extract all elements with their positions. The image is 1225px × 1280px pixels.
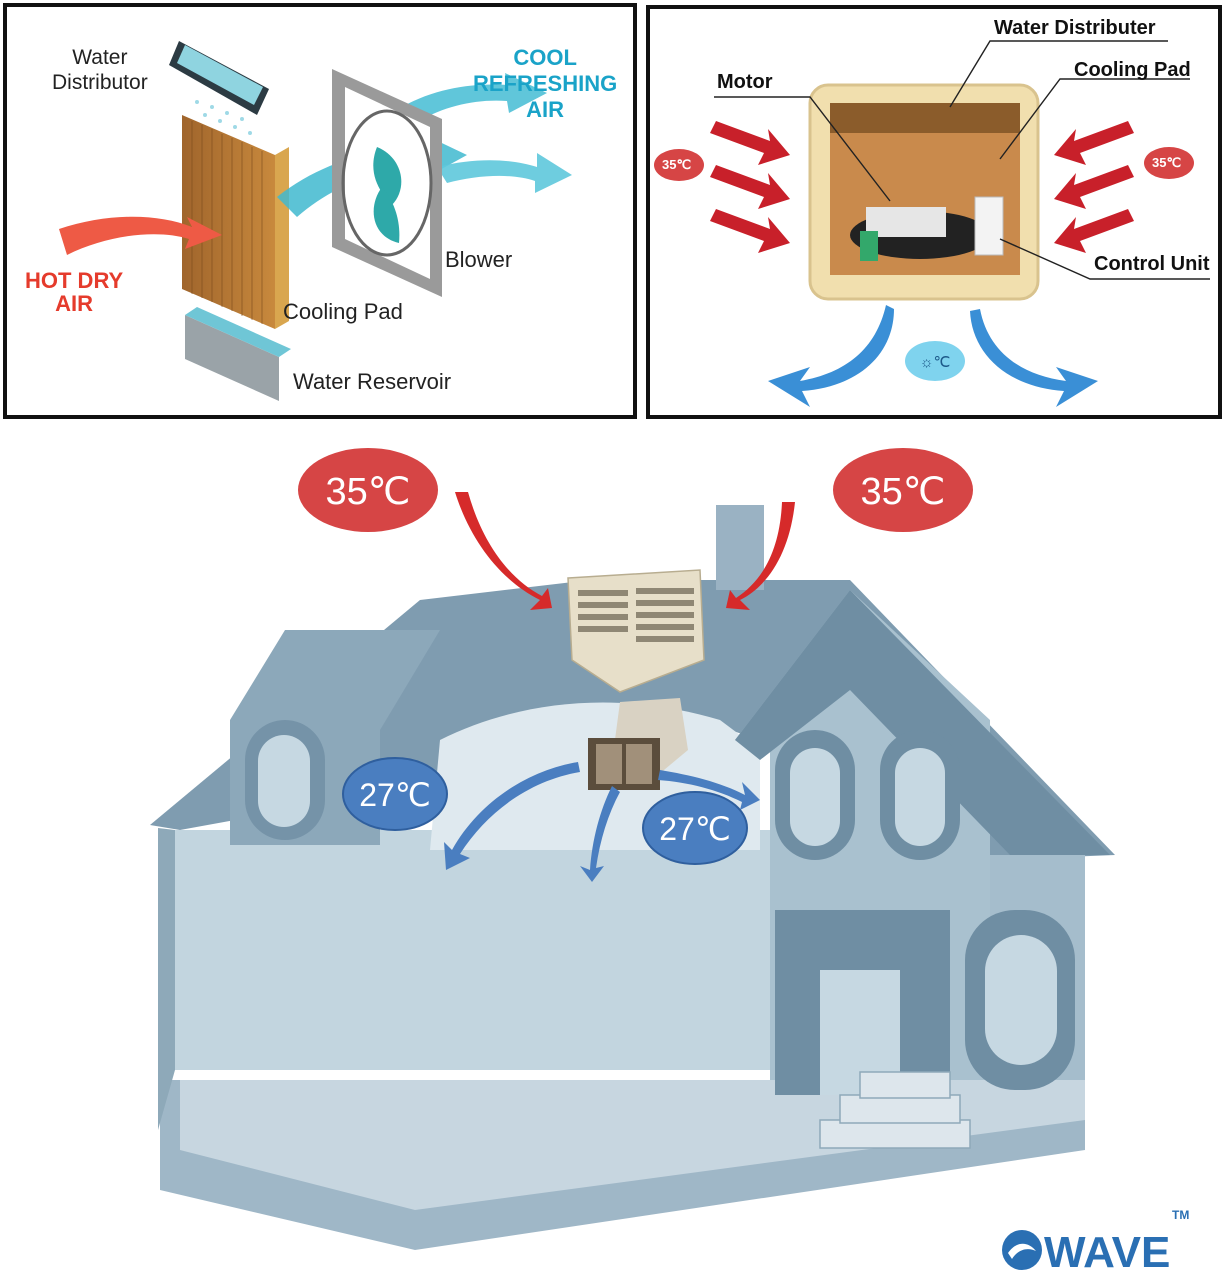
cooling-pad-label-right: Cooling Pad [1074, 59, 1191, 81]
cooling-pad-leader [999, 78, 1190, 160]
chimney [716, 505, 764, 590]
hot-air-arrow-right [726, 502, 795, 610]
motor-label: Motor [717, 71, 773, 93]
pump [860, 231, 878, 261]
temp-badge-outside-right [833, 448, 973, 532]
hot-air-arrow-left [455, 492, 552, 610]
blower-label: Blower [445, 247, 513, 272]
temp-inside-right-text: 27℃ [659, 811, 731, 847]
house-cooling-illustration: 35℃ 35℃ 27℃ 27℃ [150, 448, 1115, 1250]
water-reservoir-label: Water Reservoir [293, 369, 452, 394]
hot-air-arrows-right [1054, 121, 1134, 253]
cool-temp-badge [905, 341, 965, 381]
wave-logo-graphic: WAVE TM [1002, 1208, 1189, 1277]
temp-inside-left-text: 27℃ [359, 777, 431, 813]
water-distributer-label: Water Distributer [994, 17, 1156, 39]
hot-air-arrows-left [710, 121, 790, 253]
wave-logo-tm: TM [1172, 1208, 1189, 1222]
cool-air-arrow-right [658, 770, 760, 810]
interior-wall [175, 830, 780, 1070]
temp-outside-right-text: 35℃ [861, 471, 946, 513]
temp-badge-inside-right [642, 791, 748, 865]
hot-dry-air-label: HOT DRY AIR [25, 268, 124, 316]
temp-outside-left-text: 35℃ [326, 471, 411, 513]
cool-air-arrow-left [768, 305, 894, 407]
cool-temp-badge-text: ☼℃ [920, 354, 951, 371]
water-droplets [195, 100, 252, 135]
temp-right-text: 35℃ [1152, 155, 1182, 170]
water-reservoir-tank [185, 315, 279, 401]
motor-block [866, 207, 946, 237]
control-unit-label: Control Unit [1094, 253, 1210, 275]
motor-leader [714, 96, 891, 202]
water-distributer-leader [949, 40, 1168, 108]
cool-refreshing-air-label: COOL REFRESHING AIR [473, 45, 618, 122]
blower-fan-blade [373, 147, 402, 205]
temp-left-text: 35℃ [662, 157, 692, 172]
control-unit-leader [999, 238, 1210, 280]
cooling-components-illustration [59, 41, 572, 401]
temp-badge-right [1144, 147, 1194, 179]
control-unit-box [974, 196, 1004, 256]
cool-air-arrow-down [580, 786, 620, 882]
cool-air-arrow-right [970, 309, 1098, 407]
temp-badge-left [654, 149, 704, 181]
cool-air-arrow-left [444, 762, 580, 870]
water-distributor-label: Water Distributor [52, 46, 148, 94]
cooler-cutaway-diagram: ☼℃ Water Distributer Cooling Pad Motor C… [646, 5, 1222, 419]
hot-air-arrow [59, 216, 222, 255]
evaporative-cooling-diagram: Water Distributor COOL REFRESHING AIR HO… [3, 3, 637, 419]
temp-badge-outside-left [298, 448, 438, 532]
cooling-pad-label: Cooling Pad [283, 299, 403, 324]
front-steps [819, 1071, 971, 1149]
temp-badge-inside-left [342, 757, 448, 831]
wave-logo-text: WAVE [1044, 1228, 1170, 1275]
wave-logo: WAVE TM [1000, 1205, 1220, 1277]
cooler-cutaway-illustration: ☼℃ [654, 40, 1210, 407]
